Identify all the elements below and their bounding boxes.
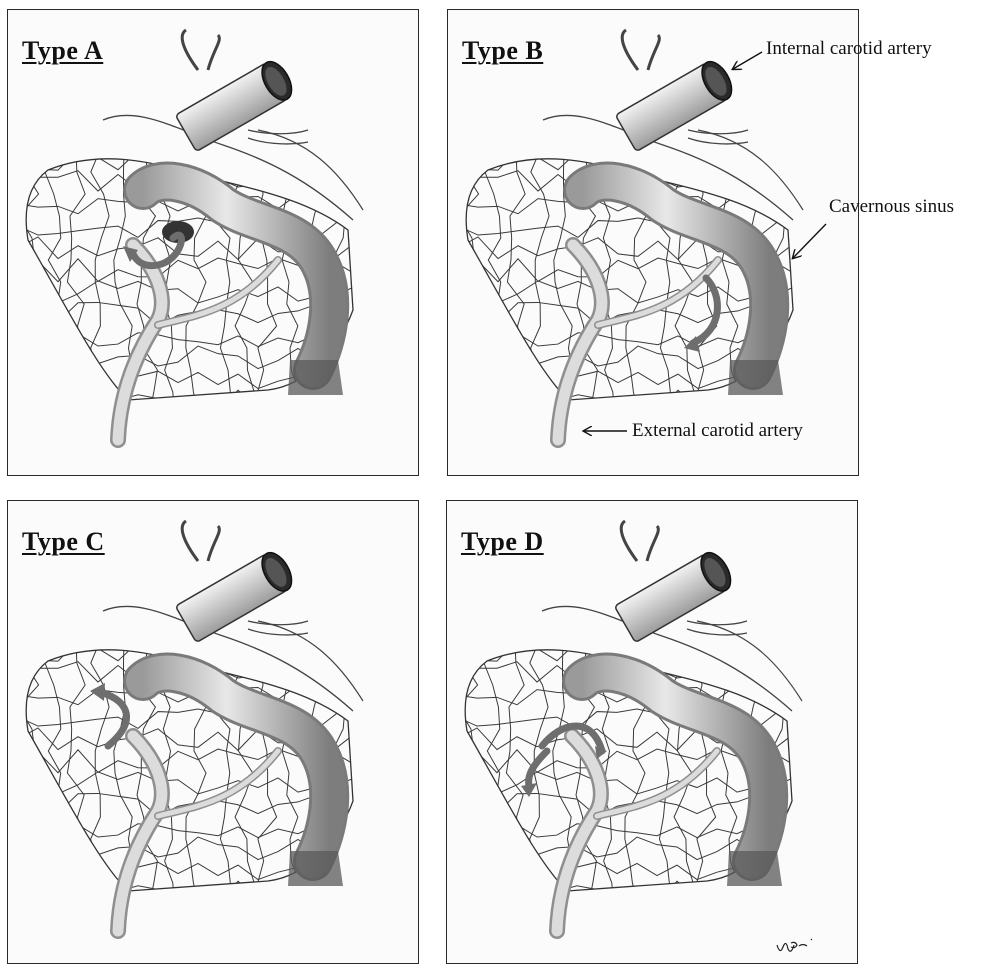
eca-branch	[158, 260, 278, 325]
branch-line	[182, 30, 198, 70]
label-internal-carotid-artery: Internal carotid artery	[766, 38, 932, 60]
flow-arrow-head	[90, 683, 105, 701]
nerve-line	[248, 629, 308, 635]
nerve-line	[248, 130, 308, 134]
eca-branch	[158, 751, 278, 816]
label-cavernous-sinus: Cavernous sinus	[829, 196, 954, 218]
anatomy-illustration	[8, 10, 419, 476]
nerve-line	[248, 621, 308, 625]
external-carotid-artery	[118, 245, 162, 440]
anatomy-illustration	[448, 10, 859, 476]
branch-line	[208, 35, 219, 70]
panel-title: Type A	[22, 36, 103, 66]
branch-line	[622, 30, 638, 70]
nerve-line	[688, 130, 748, 134]
nerve-line	[248, 138, 308, 144]
nerve-line	[688, 138, 748, 144]
panel-title: Type C	[22, 527, 105, 557]
branch-line	[208, 526, 219, 561]
internal-carotid-siphon	[143, 673, 329, 861]
branch-line	[182, 521, 198, 561]
panel-type-b: Type B	[447, 9, 859, 476]
internal-carotid-siphon	[583, 182, 769, 370]
petrous-segment-shadow	[288, 360, 343, 395]
panel-title: Type B	[462, 36, 543, 66]
internal-carotid-cylinder	[175, 548, 297, 643]
branch-line	[648, 35, 659, 70]
nerve-line	[258, 621, 363, 701]
internal-carotid-cylinder	[615, 57, 737, 152]
internal-carotid-siphon	[143, 182, 329, 370]
artist-signature	[447, 501, 858, 964]
panel-type-c: Type C	[7, 500, 419, 964]
eca-branch-fill	[158, 260, 278, 325]
panel-type-d: Type D	[446, 500, 858, 964]
flow-arrow	[103, 693, 127, 746]
nerve-line	[698, 130, 803, 210]
external-carotid-artery	[558, 245, 602, 440]
petrous-segment-shadow	[288, 851, 343, 886]
label-external-carotid-artery: External carotid artery	[632, 420, 803, 442]
external-carotid-artery	[118, 736, 162, 931]
eca-branch	[598, 260, 718, 325]
petrous-segment-shadow	[728, 360, 783, 395]
internal-carotid-cylinder	[175, 57, 297, 152]
panel-type-a: Type A	[7, 9, 419, 476]
eca-branch-fill	[158, 751, 278, 816]
eca-branch-fill	[598, 260, 718, 325]
nerve-line	[258, 130, 363, 210]
anatomy-illustration	[8, 501, 419, 964]
